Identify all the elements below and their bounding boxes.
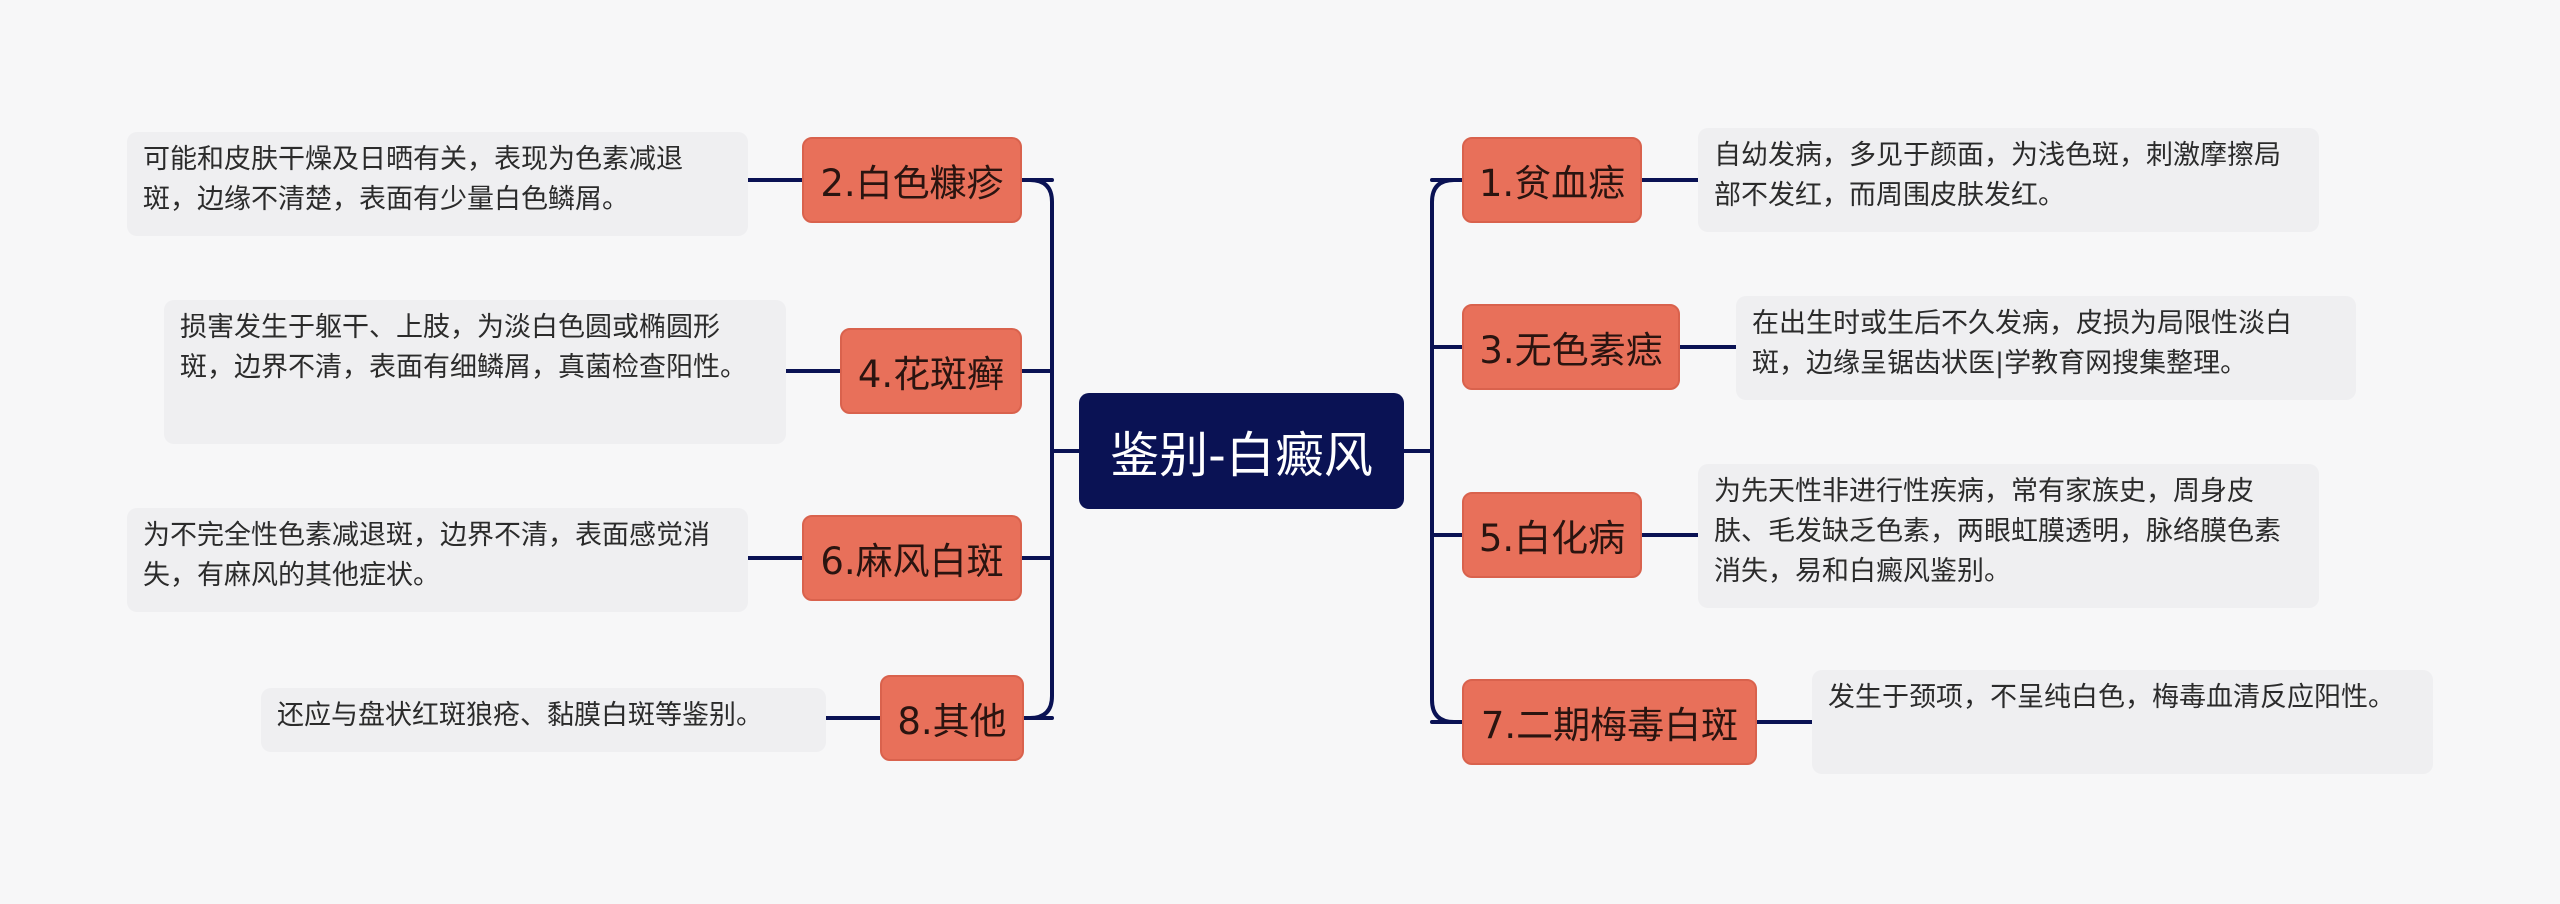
trunk-right — [1430, 178, 1456, 724]
note-text: 损害发生于躯干、上肢，为淡白色圆或椭圆形斑，边界不清，表面有细鳞屑，真菌检查阳性… — [180, 312, 747, 383]
note-text: 还应与盘状红斑狼疮、黏膜白斑等鉴别。 — [277, 700, 763, 731]
branch-label: 1.贫血痣 — [1478, 162, 1626, 205]
branch-label: 4.花斑癣 — [857, 353, 1005, 396]
branch-node-1[interactable]: 1.贫血痣 — [1462, 137, 1642, 223]
note-text: 在出生时或生后不久发病，皮损为局限性淡白斑，边缘呈锯齿状医|学教育网搜集整理。 — [1752, 308, 2292, 379]
branch-label: 7.二期梅毒白斑 — [1480, 704, 1739, 747]
branch-node-8[interactable]: 8.其他 — [880, 675, 1024, 761]
root-label: 鉴别-白癜风 — [1110, 426, 1373, 484]
note-text: 为不完全性色素减退斑，边界不清，表面感觉消失，有麻风的其他症状。 — [143, 520, 710, 591]
branch-node-4[interactable]: 4.花斑癣 — [840, 328, 1022, 414]
leaf-note-4: 损害发生于躯干、上肢，为淡白色圆或椭圆形斑，边界不清，表面有细鳞屑，真菌检查阳性… — [164, 300, 786, 444]
leaf-note-6: 为不完全性色素减退斑，边界不清，表面感觉消失，有麻风的其他症状。 — [127, 508, 748, 612]
trunk-left — [1028, 178, 1054, 720]
branch-label: 3.无色素痣 — [1479, 329, 1663, 372]
leaf-note-5: 为先天性非进行性疾病，常有家族史，周身皮肤、毛发缺乏色素，两眼虹膜透明，脉络膜色… — [1698, 464, 2319, 608]
branch-label: 6.麻风白斑 — [820, 540, 1004, 583]
leaf-note-7: 发生于颈项，不呈纯白色，梅毒血清反应阳性。 — [1812, 670, 2433, 774]
branch-node-6[interactable]: 6.麻风白斑 — [802, 515, 1022, 601]
leaf-note-8: 还应与盘状红斑狼疮、黏膜白斑等鉴别。 — [261, 688, 826, 752]
note-text: 发生于颈项，不呈纯白色，梅毒血清反应阳性。 — [1828, 682, 2395, 713]
branch-label: 8.其他 — [897, 700, 1007, 743]
branch-label: 2.白色糠疹 — [820, 162, 1004, 205]
branch-node-3[interactable]: 3.无色素痣 — [1462, 304, 1680, 390]
note-text: 自幼发病，多见于颜面，为浅色斑，刺激摩擦局部不发红，而周围皮肤发红。 — [1714, 140, 2281, 211]
branch-node-7[interactable]: 7.二期梅毒白斑 — [1462, 679, 1757, 765]
branch-label: 5.白化病 — [1478, 517, 1626, 560]
leaf-note-1: 自幼发病，多见于颜面，为浅色斑，刺激摩擦局部不发红，而周围皮肤发红。 — [1698, 128, 2319, 232]
leaf-note-3: 在出生时或生后不久发病，皮损为局限性淡白斑，边缘呈锯齿状医|学教育网搜集整理。 — [1736, 296, 2356, 400]
note-text: 可能和皮肤干燥及日晒有关，表现为色素减退斑，边缘不清楚，表面有少量白色鳞屑。 — [143, 144, 683, 215]
root-node[interactable]: 鉴别-白癜风 — [1079, 393, 1404, 509]
branch-node-5[interactable]: 5.白化病 — [1462, 492, 1642, 578]
branch-node-2[interactable]: 2.白色糠疹 — [802, 137, 1022, 223]
leaf-note-2: 可能和皮肤干燥及日晒有关，表现为色素减退斑，边缘不清楚，表面有少量白色鳞屑。 — [127, 132, 748, 236]
note-text: 为先天性非进行性疾病，常有家族史，周身皮肤、毛发缺乏色素，两眼虹膜透明，脉络膜色… — [1714, 476, 2281, 587]
